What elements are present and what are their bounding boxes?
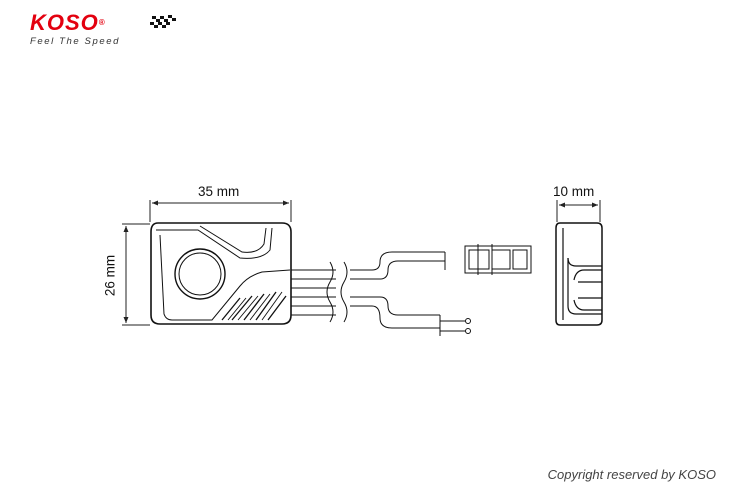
wire-end-terminal: [465, 318, 471, 324]
koso-logo: KOSO® Feel The Speed: [30, 10, 120, 48]
brand-tagline: Feel The Speed: [30, 36, 120, 47]
width-dimension-label: 35 mm: [198, 184, 240, 199]
brand-name: KOSO: [30, 10, 99, 35]
registered-mark: ®: [98, 18, 106, 27]
wire-end-terminal: [465, 328, 471, 334]
switch-housing-side-view: [555, 222, 603, 326]
height-dimension-label: 26 mm: [102, 254, 118, 297]
wire-connector: [464, 244, 532, 275]
copyright-notice: Copyright reserved by KOSO: [547, 467, 716, 482]
button-circle: [174, 248, 226, 300]
cable-bundle: [291, 251, 471, 336]
switch-housing-front-view: [150, 222, 292, 325]
checkered-flag-icon: [150, 15, 176, 28]
depth-dimension-label: 10 mm: [553, 184, 595, 199]
